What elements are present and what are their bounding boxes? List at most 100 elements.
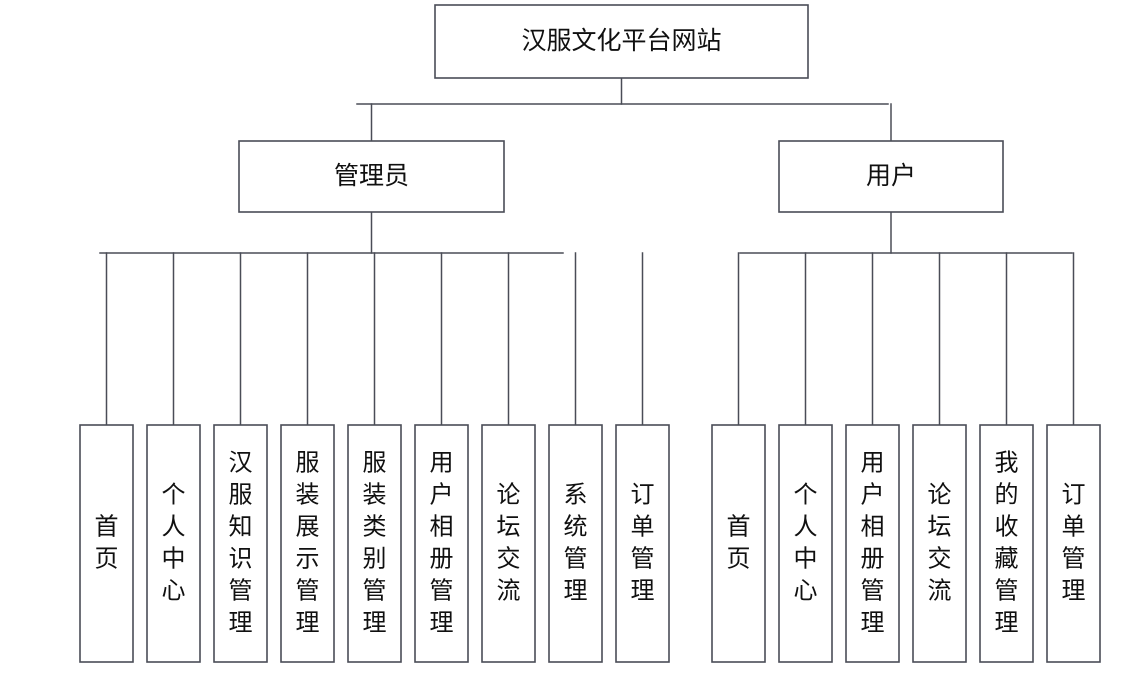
node-admin[interactable]: [238, 140, 505, 213]
leaf-label-char: 理: [296, 611, 320, 637]
node-layer: 汉服文化平台网站管理员用户首页个人中心汉服知识管理服装展示管理服装类别管理用户相…: [79, 4, 1101, 663]
leaf-label-char: 流: [928, 578, 952, 605]
leaf-label-char: 理: [1062, 579, 1086, 605]
leaf-node-user-2[interactable]: [845, 424, 900, 663]
connector-layer: [99, 77, 1075, 426]
leaf-label-char: 首: [95, 514, 119, 541]
leaf-node-user-0[interactable]: [711, 424, 766, 663]
leaf-label-char: 中: [794, 546, 818, 573]
root-label: 汉服文化平台网站: [521, 27, 721, 55]
leaf-node-admin-1[interactable]: [146, 424, 201, 663]
leaf-label-char: 知: [229, 514, 253, 541]
leaf-label-char: 用: [430, 451, 454, 477]
leaf-label-char: 页: [95, 547, 119, 573]
leaf-label-char: 管: [430, 578, 454, 605]
leaf-label-admin-0: 首页: [95, 514, 119, 573]
leaf-label-char: 服: [229, 483, 253, 509]
leaf-label-char: 管: [363, 578, 387, 605]
leaf-label-char: 统: [564, 514, 588, 541]
leaf-label-char: 交: [497, 546, 521, 573]
leaf-label-char: 首: [727, 514, 751, 541]
leaf-label-char: 理: [861, 611, 885, 637]
leaf-label-char: 识: [229, 547, 253, 573]
leaf-label-char: 页: [727, 547, 751, 573]
leaf-node-admin-0[interactable]: [79, 424, 134, 663]
leaf-label-char: 订: [1062, 483, 1086, 509]
leaf-node-admin-5[interactable]: [414, 424, 469, 663]
leaf-label-char: 户: [430, 482, 454, 509]
leaf-label-char: 人: [794, 515, 818, 541]
leaf-label-char: 理: [430, 611, 454, 637]
leaf-label-char: 单: [1062, 514, 1086, 541]
leaf-label-char: 册: [861, 547, 885, 573]
leaf-label-char: 理: [631, 579, 655, 605]
leaf-label-char: 个: [162, 482, 186, 509]
leaf-node-user-1[interactable]: [778, 424, 833, 663]
leaf-label-char: 订: [631, 483, 655, 509]
leaf-label-char: 管: [296, 578, 320, 605]
leaf-label-char: 我: [995, 450, 1019, 477]
leaf-label-char: 藏: [995, 546, 1019, 573]
leaf-label-char: 个: [794, 482, 818, 509]
leaf-label-char: 心: [794, 579, 818, 605]
leaf-label-char: 收: [995, 514, 1019, 541]
leaf-label-char: 册: [430, 547, 454, 573]
leaf-label-char: 装: [363, 482, 387, 509]
leaf-label-char: 单: [631, 514, 655, 541]
leaf-label-char: 服: [296, 451, 320, 477]
node-root[interactable]: [434, 4, 809, 79]
leaf-node-user-5[interactable]: [1046, 424, 1101, 663]
leaf-label-char: 相: [861, 514, 885, 541]
leaf-label-char: 论: [497, 482, 521, 509]
leaf-node-admin-6[interactable]: [481, 424, 536, 663]
leaf-label-char: 心: [162, 579, 186, 605]
leaf-node-user-3[interactable]: [912, 424, 967, 663]
leaf-label-char: 坛: [497, 514, 521, 541]
leaf-node-admin-3[interactable]: [280, 424, 335, 663]
leaf-label-char: 管: [229, 578, 253, 605]
leaf-label-char: 交: [928, 546, 952, 573]
leaf-node-admin-8[interactable]: [615, 424, 670, 663]
leaf-label-char: 管: [1062, 546, 1086, 573]
leaf-label-char: 管: [995, 578, 1019, 605]
leaf-label-char: 坛: [928, 514, 952, 541]
leaf-label-char: 理: [229, 611, 253, 637]
user-label: 用户: [866, 162, 916, 190]
leaf-node-admin-7[interactable]: [548, 424, 603, 663]
leaf-label-char: 展: [296, 515, 320, 541]
leaf-label-char: 示: [296, 547, 320, 573]
leaf-label-char: 管: [564, 546, 588, 573]
leaf-label-char: 中: [162, 546, 186, 573]
leaf-label-char: 系: [564, 482, 588, 509]
leaf-label-char: 管: [631, 546, 655, 573]
leaf-label-user-0: 首页: [727, 514, 751, 573]
leaf-label-char: 人: [162, 515, 186, 541]
leaf-node-admin-2[interactable]: [213, 424, 268, 663]
leaf-label-char: 用: [861, 451, 885, 477]
leaf-node-admin-4[interactable]: [347, 424, 402, 663]
leaf-node-user-4[interactable]: [979, 424, 1034, 663]
leaf-label-char: 理: [995, 611, 1019, 637]
node-user[interactable]: [778, 140, 1004, 213]
leaf-label-char: 的: [995, 482, 1019, 509]
leaf-label-char: 管: [861, 578, 885, 605]
leaf-label-char: 论: [928, 482, 952, 509]
leaf-label-char: 相: [430, 514, 454, 541]
leaf-label-char: 汉: [229, 451, 253, 477]
leaf-label-char: 服: [363, 451, 387, 477]
